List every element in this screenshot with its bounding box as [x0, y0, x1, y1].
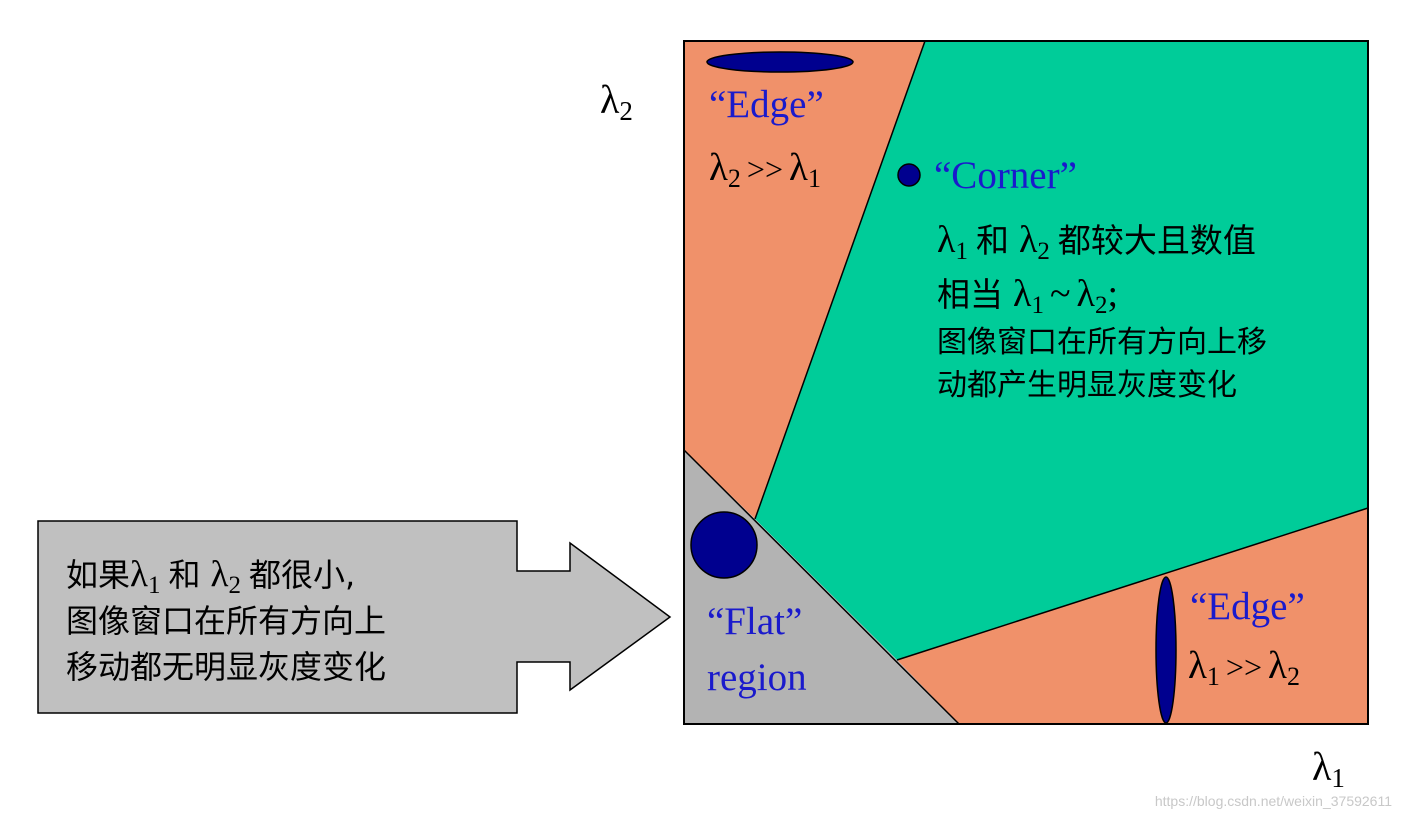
callout-arrow	[37, 520, 672, 714]
edge-top-condition: λ2>>λ1	[709, 146, 821, 193]
flat-label-line-2: region	[707, 656, 807, 699]
corner-dot	[897, 163, 921, 187]
boundary-line-flat	[683, 449, 960, 725]
x-axis-label: λ1	[1312, 744, 1345, 793]
edge-right-condition: λ1>>λ2	[1188, 644, 1300, 691]
y-axis-label: λ2	[600, 77, 633, 126]
boundary-line-lower	[896, 507, 1369, 661]
edge-region-top-left	[684, 41, 925, 519]
edge-region-bottom-right	[897, 508, 1368, 724]
edge-top-label: “Edge”	[709, 83, 824, 126]
edge-horizontal-ellipse	[706, 51, 854, 73]
callout-line-2: 图像窗口在所有方向上	[66, 602, 386, 640]
callout-line-3: 移动都无明显灰度变化	[66, 648, 386, 686]
flat-label-line-1: “Flat”	[707, 600, 802, 643]
watermark: https://blog.csdn.net/weixin_37592611	[1154, 793, 1392, 809]
edge-right-label: “Edge”	[1190, 585, 1305, 628]
corner-line-3: 图像窗口在所有方向上移	[937, 325, 1267, 360]
corner-label: “Corner”	[934, 154, 1077, 197]
edge-vertical-ellipse	[1155, 576, 1177, 724]
plot-frame	[683, 40, 1369, 725]
corner-region	[755, 41, 1368, 660]
corner-line-4: 动都产生明显灰度变化	[937, 368, 1237, 403]
flat-circle	[690, 511, 758, 579]
boundary-line-upper	[754, 40, 926, 520]
